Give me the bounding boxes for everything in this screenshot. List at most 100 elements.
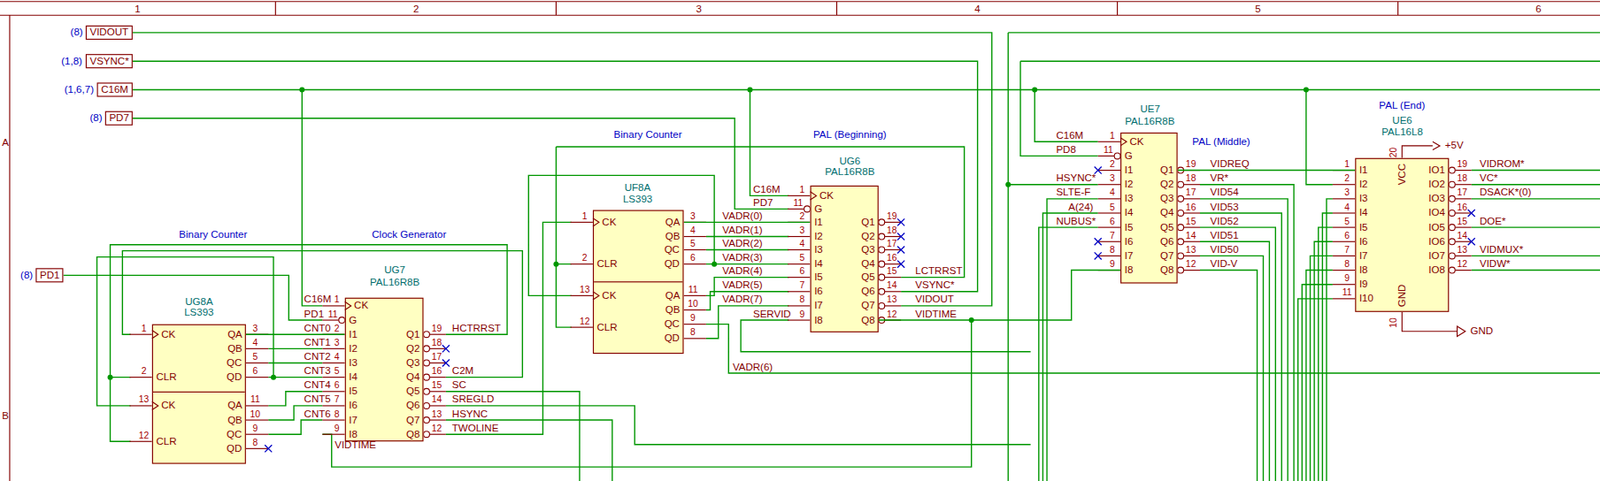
pin-name: I5 bbox=[814, 272, 824, 284]
pin-name: QB bbox=[227, 344, 243, 355]
pin-name: I1 bbox=[1359, 165, 1369, 177]
pin-number: 5 bbox=[1344, 217, 1350, 227]
pin-name: CLR bbox=[155, 437, 177, 448]
signal-wire bbox=[684, 222, 811, 224]
pin-stub bbox=[1098, 241, 1121, 243]
pin-stub bbox=[787, 236, 810, 238]
pin-stub bbox=[884, 222, 901, 224]
pin-number: 11 bbox=[250, 395, 261, 405]
no-connect-mark bbox=[897, 232, 905, 240]
net-label: VIDROM* bbox=[1479, 159, 1525, 170]
pin-stub bbox=[1454, 184, 1471, 185]
pin-number: 11 bbox=[1103, 146, 1114, 155]
pin-stub bbox=[429, 419, 446, 421]
pin-number: 1 bbox=[1109, 131, 1116, 141]
pin-name: CK bbox=[1129, 137, 1144, 148]
pin-name: Q3 bbox=[1160, 193, 1174, 205]
net-label: VIDW* bbox=[1479, 259, 1511, 270]
net-label: CNT3 bbox=[304, 366, 331, 377]
pin-name: I10 bbox=[1359, 293, 1374, 305]
inversion-bubble bbox=[423, 388, 431, 395]
pin-name: QD bbox=[664, 259, 680, 270]
pin-stub bbox=[884, 291, 901, 293]
reference-designator: UF8A bbox=[624, 182, 651, 193]
pin-number: 10 bbox=[1389, 317, 1399, 329]
pin-number: 15 bbox=[431, 381, 443, 391]
frame-coordinate: 6 bbox=[1535, 4, 1541, 16]
pin-stub bbox=[787, 195, 810, 197]
pin-name: Q5 bbox=[406, 386, 420, 398]
pin-number: 1 bbox=[582, 212, 588, 222]
pin-name: I1 bbox=[1124, 165, 1134, 177]
pin-name: Q1 bbox=[1160, 165, 1174, 177]
pin-number: 7 bbox=[334, 395, 340, 405]
reference-designator: UG7 bbox=[384, 265, 406, 277]
inversion-bubble bbox=[878, 274, 885, 281]
pin-stub bbox=[1332, 269, 1355, 271]
inversion-bubble bbox=[1177, 253, 1185, 260]
frame-coordinate: A bbox=[1, 138, 9, 149]
pin-name: I7 bbox=[348, 415, 358, 426]
inversion-bubble bbox=[1114, 153, 1121, 160]
sheet-reference: (8) bbox=[20, 270, 33, 282]
net-label: VADR(2) bbox=[722, 238, 762, 250]
pin-number: 18 bbox=[886, 226, 898, 236]
pin-number: 6 bbox=[252, 367, 258, 377]
pin-stub bbox=[684, 338, 707, 339]
pin-name: I9 bbox=[1359, 279, 1369, 291]
pin-number: 5 bbox=[1109, 202, 1116, 212]
pin-stub bbox=[570, 263, 593, 265]
net-label: CNT0 bbox=[304, 323, 331, 335]
pin-name: QA bbox=[665, 291, 681, 302]
pin-stub bbox=[129, 441, 152, 443]
net-label: PD7 bbox=[753, 198, 773, 209]
block-heading: PAL (Middle) bbox=[1192, 137, 1250, 148]
pin-number: 19 bbox=[1185, 160, 1197, 170]
inversion-bubble bbox=[1448, 181, 1455, 188]
pin-number: 4 bbox=[690, 226, 696, 236]
global-label: PD1 bbox=[35, 268, 64, 283]
net-label: VID-V bbox=[1210, 259, 1239, 270]
pin-name: IO2 bbox=[1428, 179, 1446, 191]
pin-number: 6 bbox=[1109, 217, 1116, 227]
pin-number: 5 bbox=[334, 367, 340, 377]
pin-stub bbox=[1184, 227, 1200, 229]
inversion-bubble bbox=[1448, 267, 1455, 274]
pin-name: Q8 bbox=[861, 315, 875, 326]
pin-number: 16 bbox=[431, 367, 443, 377]
pin-name: QB bbox=[227, 415, 243, 426]
pin-name: I7 bbox=[814, 300, 824, 312]
pin-name: Q7 bbox=[1160, 251, 1174, 262]
pin-number: 10 bbox=[687, 300, 699, 309]
pin-stub bbox=[1098, 227, 1121, 229]
pin-name: IO7 bbox=[1428, 251, 1446, 262]
no-connect-mark bbox=[897, 261, 905, 269]
pin-name: IO4 bbox=[1428, 207, 1446, 219]
pin-stub bbox=[246, 405, 269, 407]
clock-input-mark bbox=[152, 330, 159, 339]
inversion-bubble bbox=[423, 402, 431, 409]
part-value: LS393 bbox=[184, 307, 214, 319]
pin-stub bbox=[1184, 241, 1200, 243]
part-value: PAL16R8B bbox=[1124, 115, 1175, 127]
pin-stub bbox=[246, 419, 269, 421]
pin-number: 4 bbox=[1109, 188, 1116, 198]
net-label: VADR(7) bbox=[722, 294, 762, 306]
net-label: VADR(3) bbox=[722, 253, 762, 264]
pin-number: 16 bbox=[886, 253, 898, 263]
pin-name: IO5 bbox=[1428, 222, 1446, 233]
clock-input-mark bbox=[592, 292, 600, 300]
pin-number: 13 bbox=[1185, 246, 1197, 255]
pin-name: Q3 bbox=[861, 245, 875, 256]
signal-wire bbox=[878, 270, 1121, 321]
frame-coordinate: 4 bbox=[974, 4, 980, 16]
pin-number: 9 bbox=[252, 424, 258, 434]
pin-stub bbox=[1184, 198, 1200, 200]
inversion-bubble bbox=[1448, 195, 1455, 202]
sheet-reference: (8) bbox=[89, 113, 102, 124]
block-heading: Binary Counter bbox=[614, 129, 683, 140]
pin-name: G bbox=[814, 204, 823, 216]
pin-stub bbox=[1332, 298, 1355, 300]
pin-number: 8 bbox=[252, 438, 258, 448]
pin-stub bbox=[1098, 169, 1121, 171]
